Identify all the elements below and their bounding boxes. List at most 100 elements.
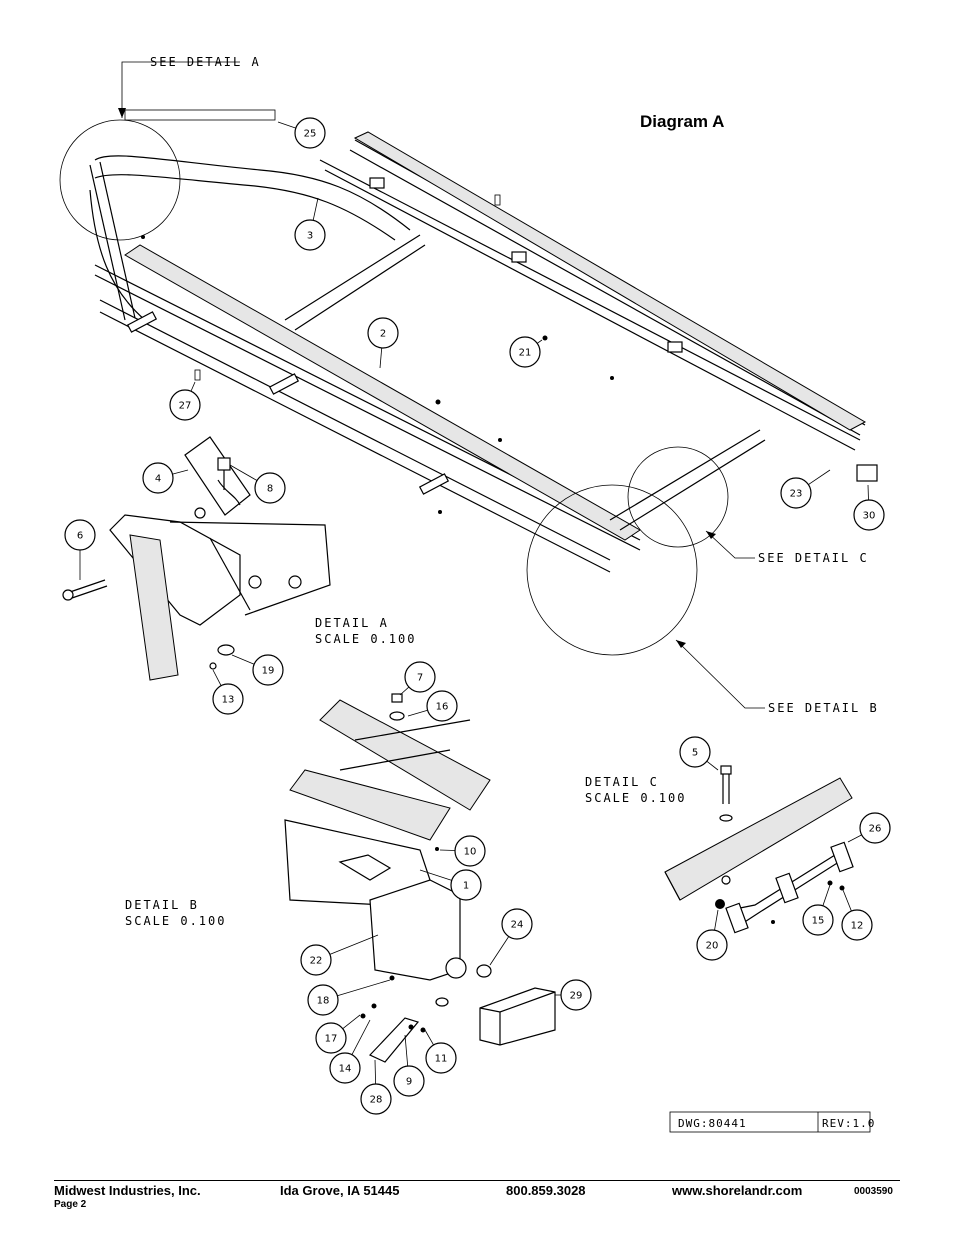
part-balloon-19 — [252, 654, 284, 686]
part-balloon-29 — [560, 979, 592, 1011]
balloon-leader-8 — [229, 464, 258, 481]
part-balloon-14 — [329, 1052, 361, 1084]
balloon-leader-14 — [351, 1019, 371, 1055]
part-number-14: 14 — [339, 1064, 352, 1075]
detail-a — [62, 436, 331, 681]
part-number-28: 28 — [370, 1095, 383, 1106]
balloon-leader-2 — [379, 347, 383, 369]
part-number-balloons: 2532212748619132330716101222429181714289… — [64, 117, 891, 1115]
part-balloon-8 — [254, 472, 286, 504]
balloon-leader-30 — [867, 484, 869, 501]
drawing-number: DWG:80441 — [678, 1117, 747, 1130]
part-balloon-28 — [360, 1083, 392, 1115]
part-balloon-4 — [142, 462, 174, 494]
balloon-leader-28 — [374, 1059, 377, 1085]
part-number-12: 12 — [851, 921, 864, 932]
part-balloon-6 — [64, 519, 96, 551]
page-footer: Midwest Industries, Inc. Page 2 Ida Grov… — [54, 1180, 900, 1210]
part-number-17: 17 — [325, 1034, 338, 1045]
part-balloon-20 — [696, 929, 728, 961]
balloon-leader-4 — [172, 469, 189, 475]
part-balloon-9 — [393, 1065, 425, 1097]
balloon-leader-25 — [277, 121, 296, 129]
part-balloon-11 — [425, 1042, 457, 1074]
part-balloon-22 — [300, 944, 332, 976]
balloon-leader-17 — [342, 1014, 361, 1029]
balloon-leader-12 — [842, 889, 852, 912]
part-balloon-17 — [315, 1022, 347, 1054]
part-balloon-13 — [212, 683, 244, 715]
part-balloon-18 — [307, 984, 339, 1016]
balloon-leader-19 — [231, 654, 255, 665]
balloon-leader-10 — [439, 849, 456, 851]
part-balloon-21 — [509, 336, 541, 368]
trailer-frame — [89, 109, 878, 573]
detail-b — [284, 693, 556, 1063]
part-balloon-26 — [859, 812, 891, 844]
balloon-leader-20 — [714, 909, 719, 931]
balloon-leader-7 — [399, 686, 410, 696]
part-number-9: 9 — [406, 1077, 412, 1088]
balloon-leader-22 — [329, 934, 379, 955]
part-number-24: 24 — [511, 920, 524, 931]
balloon-leader-15 — [822, 884, 831, 906]
part-balloon-2 — [367, 317, 399, 349]
part-number-25: 25 — [304, 129, 317, 140]
part-number-29: 29 — [570, 991, 583, 1002]
see-detail-b-label: SEE DETAIL B — [768, 701, 879, 715]
detail-c-name: DETAIL C — [585, 775, 659, 789]
part-number-19: 19 — [262, 666, 275, 677]
balloon-leader-26 — [847, 834, 862, 843]
part-balloon-16 — [426, 690, 458, 722]
company-name: Midwest Industries, Inc. — [54, 1183, 201, 1198]
company-website: www.shorelandr.com — [672, 1183, 803, 1198]
part-number-30: 30 — [863, 511, 876, 522]
part-balloon-5 — [679, 736, 711, 768]
part-balloon-15 — [802, 904, 834, 936]
part-number-1: 1 — [463, 881, 469, 892]
part-number-7: 7 — [417, 673, 423, 684]
balloon-leader-24 — [489, 936, 510, 966]
part-number-26: 26 — [869, 824, 882, 835]
diagram-title: Diagram A — [640, 112, 724, 131]
balloon-leader-23 — [808, 469, 831, 485]
part-number-2: 2 — [380, 329, 386, 340]
part-number-5: 5 — [692, 748, 698, 759]
balloon-leader-5 — [706, 760, 719, 771]
part-number-8: 8 — [267, 484, 273, 495]
company-phone: 800.859.3028 — [506, 1183, 586, 1198]
detail-b-scale: SCALE 0.100 — [125, 914, 226, 928]
detail-a-scale: SCALE 0.100 — [315, 632, 416, 646]
part-balloon-27 — [169, 389, 201, 421]
part-balloon-12 — [841, 909, 873, 941]
part-number-11: 11 — [435, 1054, 448, 1065]
part-balloon-1 — [450, 869, 482, 901]
part-balloon-25 — [294, 117, 326, 149]
company-location: Ida Grove, IA 51445 — [280, 1183, 400, 1198]
part-balloon-10 — [454, 835, 486, 867]
detail-c-circle — [627, 446, 729, 548]
part-number-10: 10 — [464, 847, 477, 858]
balloon-leader-11 — [424, 1029, 434, 1046]
part-number-22: 22 — [310, 956, 323, 967]
part-number-4: 4 — [155, 474, 161, 485]
balloon-leader-3 — [312, 197, 319, 221]
page-number: Page 2 — [54, 1199, 87, 1210]
balloon-leader-13 — [212, 669, 222, 686]
balloon-leader-9 — [404, 1034, 409, 1067]
part-number-6: 6 — [77, 531, 83, 542]
balloon-leader-27 — [190, 381, 196, 392]
see-detail-a-label: SEE DETAIL A — [150, 55, 261, 69]
part-number-13: 13 — [222, 695, 235, 706]
detail-c — [664, 765, 854, 934]
part-number-3: 3 — [307, 231, 313, 242]
part-balloon-7 — [404, 661, 436, 693]
part-number-23: 23 — [790, 489, 803, 500]
part-number-21: 21 — [519, 348, 532, 359]
part-balloon-30 — [853, 499, 885, 531]
balloon-leader-16 — [407, 709, 428, 717]
part-number-27: 27 — [179, 401, 192, 412]
part-number-16: 16 — [436, 702, 449, 713]
part-number-15: 15 — [812, 916, 825, 927]
